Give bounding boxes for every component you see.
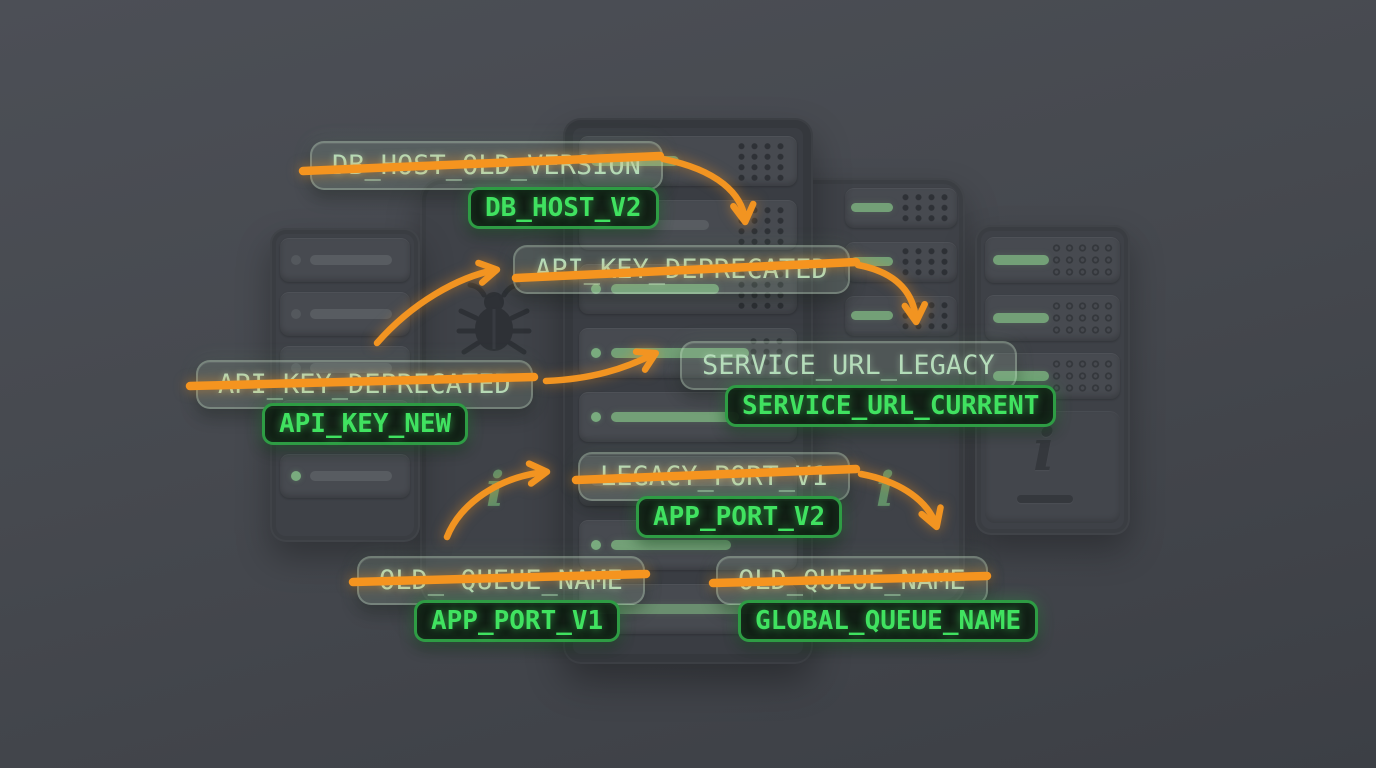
env-var-old-db-host: DB_HOST_OLD_VERSION xyxy=(310,141,663,190)
rack-slot xyxy=(985,295,1120,341)
env-var-old-legacy-port: LEGACY_PORT_V1 xyxy=(578,452,850,501)
env-var-new-db-host: DB_HOST_V2 xyxy=(468,187,659,229)
vent-dots xyxy=(735,205,787,245)
info-italic-icon: i xyxy=(1033,416,1056,484)
env-var-new-app-port-v1: APP_PORT_V1 xyxy=(414,600,621,642)
status-bar xyxy=(851,203,893,212)
rack-slot xyxy=(985,237,1120,283)
vent-dots xyxy=(899,300,951,333)
env-var-new-global-queue: GLOBAL_QUEUE_NAME xyxy=(738,600,1039,642)
rack-panel: i xyxy=(985,411,1120,523)
env-var-old-api-key-center: API_KEY_DEPRECATED xyxy=(513,245,850,294)
rack-slot xyxy=(280,238,410,282)
rack-slot xyxy=(845,296,957,336)
env-var-old-service-url: SERVICE_URL_LEGACY xyxy=(680,341,1017,390)
vent-dots xyxy=(735,141,787,181)
vent-dots xyxy=(1050,300,1115,336)
vent-dots xyxy=(1050,242,1115,278)
env-var-new-api-key: API_KEY_NEW xyxy=(262,403,469,445)
env-var-old-queue-right: OLD_QUEUE_NAME xyxy=(716,556,988,605)
rack-slot xyxy=(280,292,410,336)
rack-slot xyxy=(280,454,410,498)
info-italic-icon: i xyxy=(486,462,505,518)
info-italic-icon: i xyxy=(876,462,895,518)
rack-slot xyxy=(845,242,957,282)
status-bar xyxy=(851,257,893,266)
rack-slot xyxy=(845,188,957,228)
info-underline xyxy=(1017,495,1073,503)
status-bar xyxy=(851,311,893,320)
env-var-new-app-port-v2: APP_PORT_V2 xyxy=(636,496,843,538)
vent-dots xyxy=(899,246,951,279)
vent-dots xyxy=(1050,358,1115,394)
env-var-new-service-url: SERVICE_URL_CURRENT xyxy=(725,385,1057,427)
server-rack-right: i xyxy=(975,225,1130,535)
env-var-old-queue-left: OLD_ QUEUE_NAME xyxy=(357,556,645,605)
env-var-old-api-key-left: API_KEY_DEPRECATED xyxy=(196,360,533,409)
vent-dots xyxy=(899,192,951,225)
vent-dots xyxy=(747,336,787,369)
